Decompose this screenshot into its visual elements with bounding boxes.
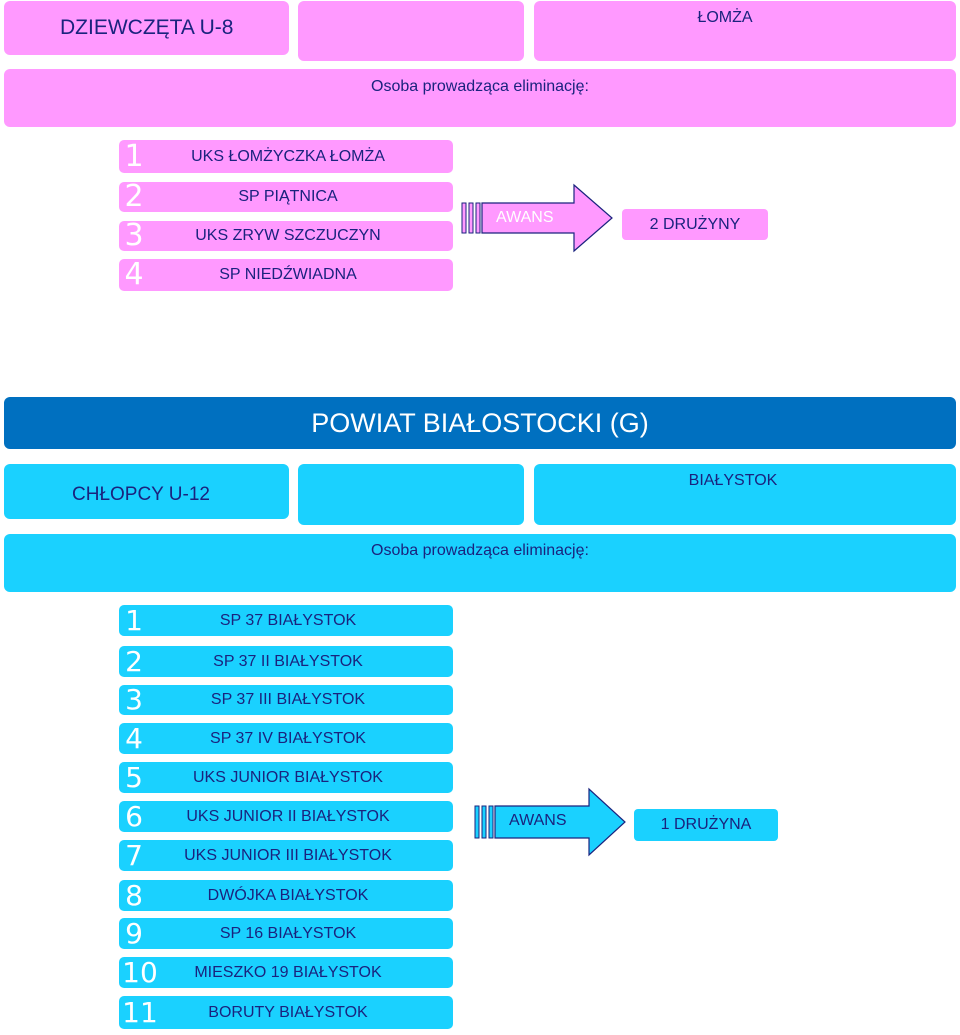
category-label: CHŁOPCY U-12 <box>72 483 210 505</box>
leader-label: Osoba prowadząca eliminację: <box>371 78 589 95</box>
team-number: 1 <box>124 139 144 174</box>
team-number: 2 <box>125 645 143 678</box>
category-label: DZIEWCZĘTA U-8 <box>60 16 234 39</box>
city-box-bialystok: BIAŁYSTOK <box>534 464 956 525</box>
team-row: SP PIĄTNICA <box>119 182 453 212</box>
team-name: SP 37 III BIAŁYSTOK <box>210 691 366 708</box>
team-number: 3 <box>124 218 144 253</box>
team-number: 2 <box>124 179 144 214</box>
city-box-lomza: ŁOMŻA <box>534 1 956 61</box>
leader-label: Osoba prowadząca eliminację: <box>371 542 589 559</box>
team-name: SP 37 IV BIAŁYSTOK <box>210 729 366 747</box>
team-name: UKS ZRYW SZCZUCZYN <box>195 227 381 244</box>
team-row: UKS ZRYW SZCZUCZYN <box>119 221 453 251</box>
team-row: SP 37 IV BIAŁYSTOK <box>119 723 453 754</box>
category-box-girls-u8: DZIEWCZĘTA U-8 <box>4 1 289 55</box>
advance-label: AWANS <box>509 812 567 829</box>
team-name: SP 37 BIAŁYSTOK <box>219 611 357 629</box>
team-row: SP 16 BIAŁYSTOK <box>119 918 453 949</box>
team-row: UKS ŁOMŻYCZKA ŁOMŻA <box>119 140 453 173</box>
advance-count-box: 2 DRUŻYNY <box>622 209 768 240</box>
team-name: UKS ŁOMŻYCZKA ŁOMŻA <box>191 147 385 165</box>
advance-arrow-icon <box>474 787 626 857</box>
team-number: 10 <box>122 956 158 989</box>
empty-header-box <box>298 1 524 61</box>
team-number: 11 <box>122 996 158 1029</box>
team-name: BORUTY BIAŁYSTOK <box>208 1003 368 1021</box>
team-row: SP 37 II BIAŁYSTOK <box>119 646 453 677</box>
team-name: SP PIĄTNICA <box>238 188 338 205</box>
team-number: 1 <box>125 604 143 637</box>
team-row: UKS JUNIOR BIAŁYSTOK <box>119 762 453 793</box>
team-number: 8 <box>125 879 143 912</box>
team-number: 9 <box>125 917 143 950</box>
empty-header-box <box>298 464 524 525</box>
team-number: 4 <box>124 257 144 292</box>
team-row: MIESZKO 19 BIAŁYSTOK <box>119 957 453 988</box>
team-row: DWÓJKA BIAŁYSTOK <box>119 880 453 911</box>
team-number: 7 <box>125 839 143 872</box>
city-label: ŁOMŻA <box>697 9 753 26</box>
advance-label: AWANS <box>496 209 554 226</box>
team-name: DWÓJKA BIAŁYSTOK <box>207 886 369 904</box>
team-name: UKS JUNIOR II BIAŁYSTOK <box>186 807 390 825</box>
team-name: UKS JUNIOR BIAŁYSTOK <box>193 768 383 786</box>
team-number: 3 <box>125 683 143 716</box>
team-row: SP 37 BIAŁYSTOK <box>119 605 453 636</box>
region-title: POWIAT BIAŁOSTOCKI (G) <box>311 407 649 438</box>
category-box-boys-u12: CHŁOPCY U-12 <box>4 464 289 519</box>
advance-count-box: 1 DRUŻYNA <box>634 809 778 841</box>
city-label: BIAŁYSTOK <box>688 472 778 489</box>
advance-arrow-icon <box>461 183 613 253</box>
team-row: SP NIEDŹWIADNA <box>119 259 453 291</box>
team-name: SP NIEDŹWIADNA <box>219 266 357 283</box>
team-number: 5 <box>125 761 143 794</box>
team-name: MIESZKO 19 BIAŁYSTOK <box>194 963 382 981</box>
team-row: SP 37 III BIAŁYSTOK <box>119 685 453 715</box>
leader-box: Osoba prowadząca eliminację: <box>4 69 956 127</box>
team-name: SP 16 BIAŁYSTOK <box>219 924 357 942</box>
team-number: 6 <box>125 800 143 833</box>
team-name: SP 37 II BIAŁYSTOK <box>213 652 363 670</box>
leader-box: Osoba prowadząca eliminację: <box>4 534 956 592</box>
team-row: BORUTY BIAŁYSTOK <box>119 996 453 1029</box>
team-name: UKS JUNIOR III BIAŁYSTOK <box>184 846 392 864</box>
team-row: UKS JUNIOR III BIAŁYSTOK <box>119 840 453 871</box>
team-number: 4 <box>125 722 143 755</box>
region-title-bar: POWIAT BIAŁOSTOCKI (G) <box>4 397 956 449</box>
team-row: UKS JUNIOR II BIAŁYSTOK <box>119 801 453 832</box>
